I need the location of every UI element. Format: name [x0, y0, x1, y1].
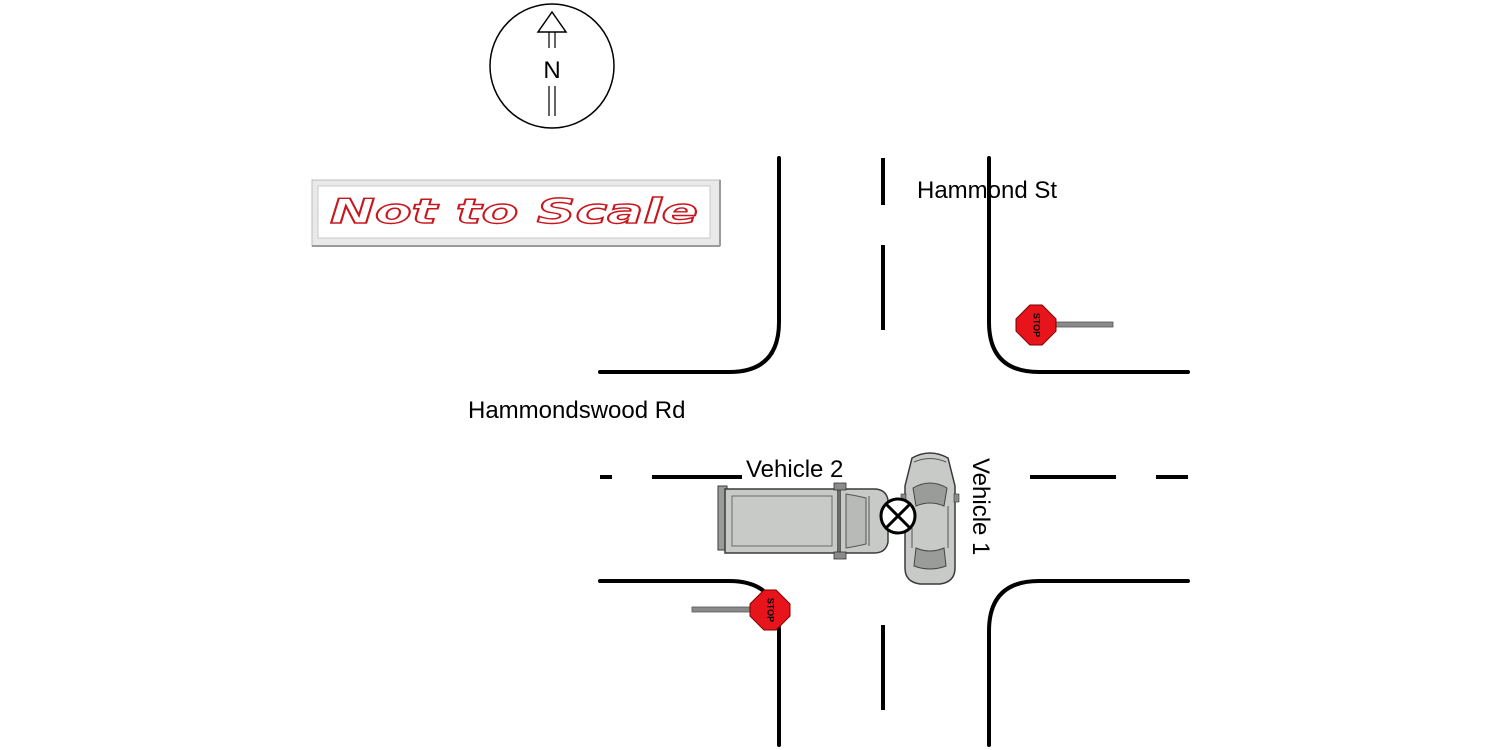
- not-to-scale-text: Not to Scale: [330, 192, 698, 232]
- compass-label: N: [543, 57, 560, 84]
- sign-post: [691, 606, 753, 613]
- stop-sign-ne: STOP: [1015, 304, 1114, 346]
- compass-circle: [489, 3, 615, 129]
- stop-sign-text: STOP: [766, 598, 776, 622]
- vehicle-1-label: Vehicle 1: [967, 458, 994, 555]
- compass: N: [489, 3, 615, 129]
- vehicle-1-car-icon: [900, 452, 960, 585]
- vehicle-2-truck-icon: [717, 482, 889, 560]
- vehicle-2-label: Vehicle 2: [746, 456, 843, 483]
- road-edge-se: [987, 579, 1190, 747]
- north-arrow-icon: [536, 10, 568, 116]
- stop-sign-text: STOP: [1032, 313, 1042, 337]
- stop-sign-sw: STOP: [691, 589, 791, 631]
- stop-sign-icon: [1015, 304, 1057, 346]
- street-label-east-west: Hammondswood Rd: [468, 397, 685, 424]
- stop-sign-icon: [749, 589, 791, 631]
- sign-post: [1054, 321, 1114, 328]
- impact-point-icon: [879, 497, 917, 535]
- road-edge-ne: [987, 156, 1190, 374]
- centerlines: [600, 158, 1188, 710]
- road-edge-nw: [598, 156, 781, 374]
- not-to-scale-plaque: Not to Scale: [311, 179, 721, 247]
- street-label-north-south: Hammond St: [917, 177, 1057, 204]
